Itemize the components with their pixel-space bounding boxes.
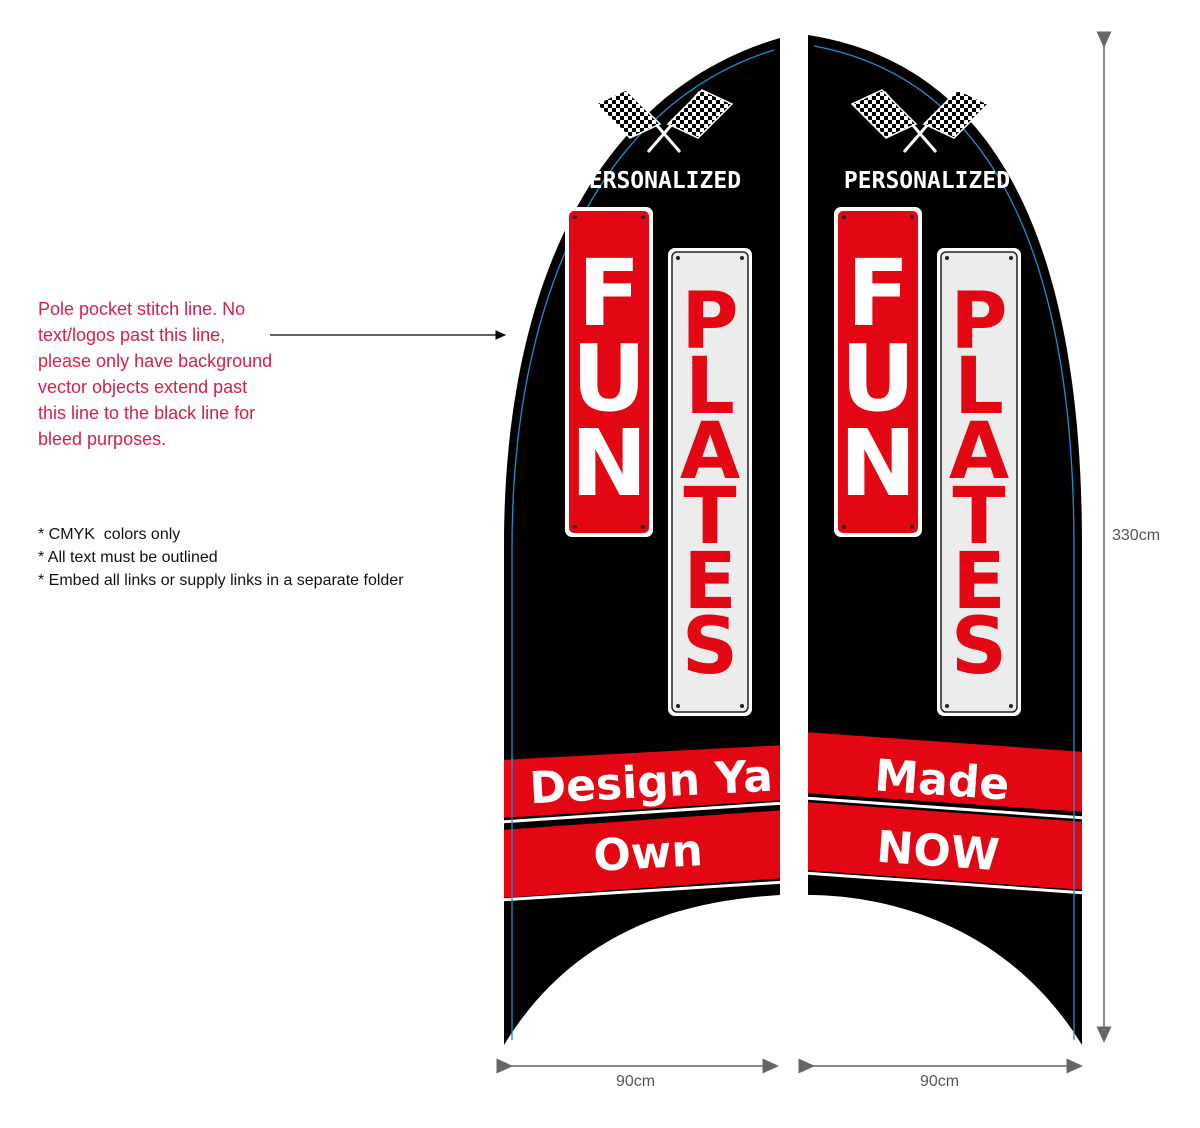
plates-letter: T [952, 472, 1005, 562]
banner-text-top: Made [873, 750, 1011, 810]
plates-letter: A [680, 407, 740, 497]
plates-letter: P [681, 277, 738, 367]
plates-plate: P L A T E S [937, 248, 1021, 716]
fun-plate: F U N [565, 207, 653, 537]
plates-letter: L [685, 342, 735, 432]
fun-letter: N [840, 410, 917, 517]
banner-top-left [504, 745, 780, 818]
fun-letter: F [578, 240, 641, 347]
fun-letter: N [571, 410, 648, 517]
fun-plate: F U N [834, 207, 922, 537]
plates-letter: L [954, 342, 1004, 432]
requirement-cmyk: * CMYK colors only [38, 526, 181, 543]
banner-bottom-right [808, 802, 1082, 890]
checkered-flags-icon [594, 89, 734, 153]
fun-letter: U [572, 325, 647, 432]
plates-letter: T [683, 472, 736, 562]
pole-pocket-note: Pole pocket stitch line. No text/logos p… [38, 299, 273, 449]
print-requirements: * CMYK colors only * All text must be ou… [38, 523, 478, 592]
checkered-flags-icon [850, 89, 990, 153]
plates-letter: S [682, 602, 738, 692]
stitch-line-right [813, 45, 1075, 1040]
plates-letter: A [949, 407, 1009, 497]
width-label-right: 90cm [920, 1073, 960, 1090]
fun-letter: U [841, 325, 916, 432]
flag-heading: PERSONALIZED [575, 168, 741, 194]
plates-letter: E [952, 537, 1005, 627]
banner-text-bottom: NOW [875, 822, 1001, 881]
banner-text-top: Design Ya [528, 751, 774, 815]
plates-letter: E [683, 537, 736, 627]
flag-heading: PERSONALIZED [844, 168, 1010, 194]
requirement-links: * Embed all links or supply links in a s… [38, 572, 404, 589]
plates-letter: P [950, 277, 1007, 367]
plates-letter: S [951, 602, 1007, 692]
plates-plate: P L A T E S [668, 248, 752, 716]
flag-right: PERSONALIZED F U N P L A T E S Made NOW [808, 35, 1082, 1045]
banner-top-right [808, 732, 1082, 812]
height-label: 330cm [1112, 527, 1161, 544]
width-label-left: 90cm [616, 1073, 656, 1090]
flag-left: PERSONALIZED F U N P L A T E S Design Ya… [504, 38, 780, 1045]
banner-bottom-left [504, 810, 780, 898]
fun-letter: F [847, 240, 910, 347]
requirement-outline: * All text must be outlined [38, 549, 218, 566]
banner-text-bottom: Own [592, 825, 704, 882]
